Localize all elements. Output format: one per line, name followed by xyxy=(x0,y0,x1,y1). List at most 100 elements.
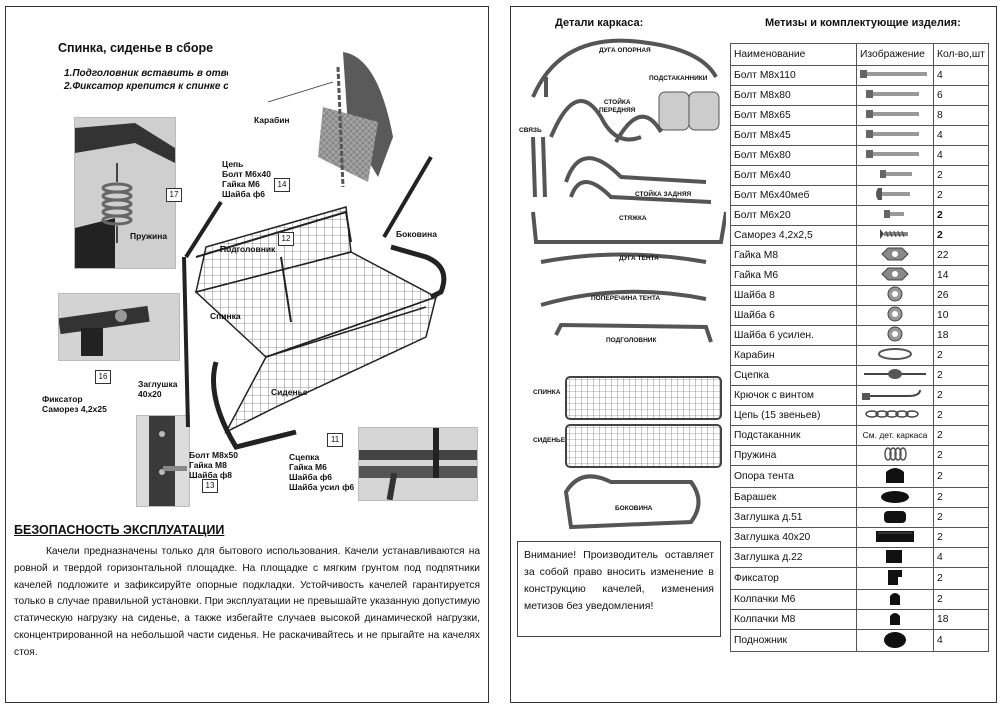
row-name: Гайка М6 xyxy=(730,265,857,286)
row-qty: 2 xyxy=(933,567,989,590)
row-qty: 8 xyxy=(933,105,989,126)
chain-icon xyxy=(856,405,934,426)
label-seat: Сиденье xyxy=(271,387,308,397)
row-name: Болт М6х80 xyxy=(730,145,857,166)
header-name: Наименование xyxy=(730,43,857,66)
carabiner-icon xyxy=(856,345,934,366)
callout-17: 17 xyxy=(166,188,182,202)
spring-photo xyxy=(74,117,176,269)
hook-icon xyxy=(856,385,934,406)
label-back: Спинка xyxy=(210,311,241,321)
row-qty: 10 xyxy=(933,305,989,326)
row-name: Шайба 6 xyxy=(730,305,857,326)
row-qty: 6 xyxy=(933,85,989,106)
part-seat: СИДЕНЬЕ xyxy=(533,437,566,444)
label-plug: Заглушка 40х20 xyxy=(138,379,178,399)
table-row: Шайба 6 усилен. 18 xyxy=(730,325,989,346)
swing-seat-drawing xyxy=(182,155,447,450)
row-name: Болт М8х65 xyxy=(730,105,857,126)
row-qty: 4 xyxy=(933,65,989,86)
row-name: Колпачки М6 xyxy=(730,589,857,610)
label-coupling: Сцепка Гайка М6 Шайба ф6 Шайба усил ф6 xyxy=(289,452,355,492)
row-qty: 2 xyxy=(933,425,989,446)
row-name: Пружина xyxy=(730,445,857,466)
row-qty: 2 xyxy=(933,185,989,206)
row-qty: 18 xyxy=(933,325,989,346)
label-bolt: Болт М8х50 Гайка М8 Шайба ф8 xyxy=(189,450,239,480)
coupling-photo xyxy=(358,427,478,501)
bolt-photo xyxy=(136,415,190,507)
row-name: Шайба 8 xyxy=(730,285,857,306)
washer-icon xyxy=(856,325,934,346)
row-name: Болт М8х45 xyxy=(730,125,857,146)
table-row: Шайба 8 26 xyxy=(730,285,989,306)
label-chain: Цепь Болт М6х40 Гайка М6 Шайба ф6 xyxy=(222,159,272,199)
row-name: Шайба 6 усилен. xyxy=(730,325,857,346)
part-back: СПИНКА xyxy=(533,389,561,396)
row-name: Саморез 4,2х2,5 xyxy=(730,225,857,246)
row-qty: 4 xyxy=(933,629,989,652)
row-image-note: См. дет. каркаса xyxy=(862,430,928,440)
part-front-post: СТОЙКА ПЕРЕДНЯЯ xyxy=(599,99,636,114)
table-row: Болт М8х110 4 xyxy=(730,65,989,86)
row-name: Сцепка xyxy=(730,365,857,386)
fixator-photo xyxy=(58,293,180,361)
safety-text: Качели предназначены только для бытового… xyxy=(14,546,480,658)
plug-small-icon xyxy=(856,547,934,568)
table-row: Колпачки М6 2 xyxy=(730,589,989,610)
bolt-long-icon xyxy=(856,65,934,86)
plug-round-icon xyxy=(856,507,934,528)
row-name: Болт М6х40 xyxy=(730,165,857,186)
row-name: Заглушка д.22 xyxy=(730,547,857,568)
spring-icon xyxy=(856,445,934,466)
row-qty: 4 xyxy=(933,547,989,568)
fixator-icon xyxy=(856,567,934,590)
row-name: Заглушка д.51 xyxy=(730,507,857,528)
frame-parts-title: Детали каркаса: xyxy=(555,17,644,29)
callout-14: 14 xyxy=(274,178,290,192)
row-qty: 2 xyxy=(933,345,989,366)
row-name: Опора тента xyxy=(730,465,857,488)
manufacturer-notice: Внимание! Производитель оставляет за соб… xyxy=(517,541,721,637)
header-image: Изображение xyxy=(856,43,934,66)
part-tie: СТЯЖКА xyxy=(619,215,647,222)
row-qty: 2 xyxy=(933,405,989,426)
row-qty: 2 xyxy=(933,589,989,610)
part-link: СВЯЗЬ xyxy=(519,127,542,134)
nut-icon xyxy=(856,265,934,286)
callout-13: 13 xyxy=(202,479,218,493)
hardware-table: Наименование Изображение Кол-во,шт Болт … xyxy=(730,43,989,652)
fixator-photo-image xyxy=(58,294,179,360)
row-name: Болт М8х110 xyxy=(730,65,857,86)
row-qty: 2 xyxy=(933,165,989,186)
row-name: Карабин xyxy=(730,345,857,366)
row-name: Заглушка 40х20 xyxy=(730,527,857,548)
part-headrest: ПОДГОЛОВНИК xyxy=(606,337,657,344)
label-side: Боковина xyxy=(396,229,437,239)
table-header-row: Наименование Изображение Кол-во,шт xyxy=(730,43,989,66)
bolt-icon xyxy=(856,105,934,126)
table-row: Цепь (15 звеньев)2 xyxy=(730,405,989,426)
label-headrest: Подголовник xyxy=(220,244,276,254)
row-name: Фиксатор xyxy=(730,567,857,590)
bolt-photo-image xyxy=(137,416,189,506)
row-name: Болт М6х20 xyxy=(730,205,857,226)
row-name: Подножник xyxy=(730,629,857,652)
label-spring: Пружина xyxy=(130,231,168,241)
bolt-short-icon xyxy=(856,165,934,186)
row-qty: 26 xyxy=(933,285,989,306)
karabin-photo-image xyxy=(267,52,393,188)
row-qty: 4 xyxy=(933,125,989,146)
spring-photo-image xyxy=(75,118,175,268)
part-side: БОКОВИНА xyxy=(615,505,653,512)
